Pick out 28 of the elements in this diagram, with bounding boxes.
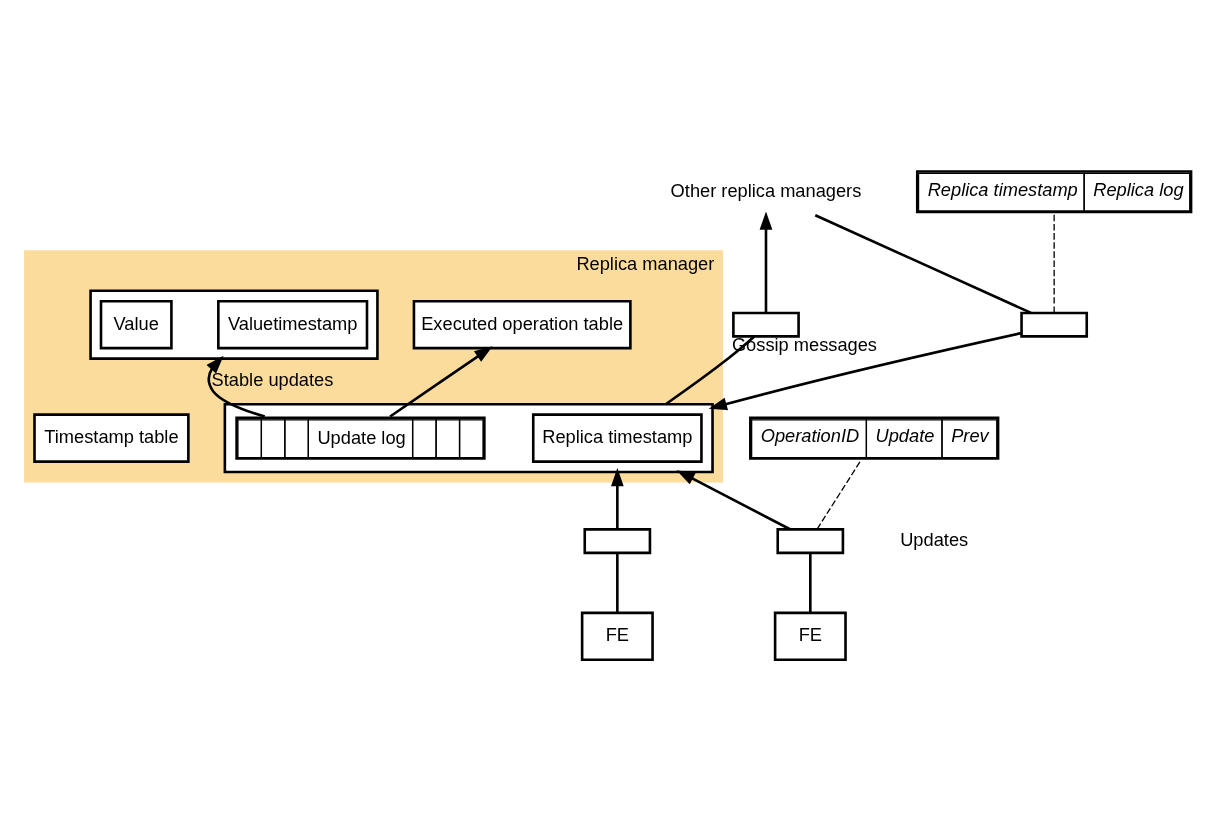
node-box: Replica timestamp [531,413,703,463]
node-box: FE [773,611,847,662]
label: Updates [900,528,969,550]
cluster [223,402,714,474]
arrow [389,346,493,418]
node-box [1020,311,1089,338]
connector [816,459,862,530]
connector [1053,212,1055,314]
connector [814,214,1032,315]
arrow [206,355,266,418]
arrow [759,211,773,313]
node-box: Executed operation table [412,299,632,350]
connector [809,553,812,613]
node-box: FE [580,611,654,662]
arrow [708,331,1022,411]
arrow [676,470,791,531]
node-text: Other replica managers [670,179,862,201]
node-box: Timestamp table [33,413,190,463]
connector [664,335,756,406]
node-box [583,528,652,555]
node-box: Value [99,299,173,350]
node-box [776,528,845,555]
cluster [89,289,379,360]
connector [616,553,619,613]
arrow [610,468,624,530]
node-box: Valuetimestamp [217,299,369,350]
edge-label: Stable updates [211,369,334,391]
node-box [732,311,800,338]
